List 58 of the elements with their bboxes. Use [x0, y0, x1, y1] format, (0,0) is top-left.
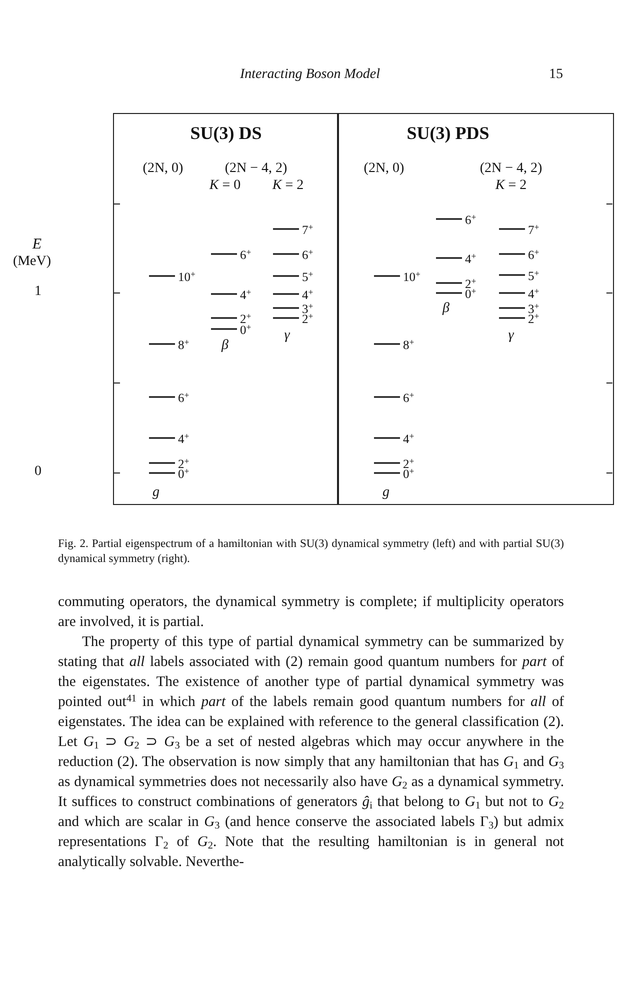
band-label: β: [222, 339, 228, 353]
tick-label: 1: [34, 284, 42, 300]
band-header: K = 0: [209, 179, 241, 193]
spin-label: 3$^{+}$: [528, 302, 540, 316]
axis-unit: (MeV): [12, 254, 52, 270]
spin-label: 0$^{+}$: [403, 468, 414, 480]
spin-label: 0$^{+}$: [240, 324, 252, 336]
spin-label: 2$^{+}$: [178, 458, 190, 470]
spin-label: 5$^{+}$: [528, 270, 540, 282]
spin-label: 4$^{+}$: [528, 288, 540, 300]
spin-label: 6$^{+}$: [178, 392, 190, 404]
tick-label: 0: [34, 464, 42, 480]
page-number: 15: [549, 67, 563, 83]
spin-label: 4$^{+}$: [465, 252, 476, 266]
spin-label: 8$^{+}$: [403, 338, 414, 352]
spin-label: 4$^{+}$: [403, 432, 414, 446]
axis-label: E: [32, 236, 42, 254]
band-label: g: [152, 486, 160, 500]
band-label: γ: [284, 329, 290, 343]
spin-label: 4$^{+}$: [240, 288, 252, 302]
panel-title: SU(3) PDS: [406, 124, 490, 142]
spin-label: 2$^{+}$: [465, 278, 476, 290]
spin-label: 6$^{+}$: [403, 392, 414, 404]
band-header: (2N − 4, 2): [224, 162, 288, 176]
spin-label: 7$^{+}$: [528, 224, 540, 236]
spin-label: 3$^{+}$: [302, 302, 314, 316]
band-header: K = 2: [272, 179, 304, 193]
spin-label: 5$^{+}$: [302, 270, 314, 284]
spin-label: 7$^{+}$: [302, 224, 314, 236]
spin-label: 2$^{+}$: [528, 312, 540, 326]
body-paragraph: The property of this type of partial dynamical symmetry can be summarized by stating that all labels associated with (2) remain good quantum numbers for part of the eigenstates. The existence of another type of partial dynamical symmetry was pointed out$^{41}$ in which part of the labels remain good quantum numbers for all of eigenstates. The idea can be explained with reference to the general classification (2). Let G$_{1}$ ⊃ G$_{2}$ ⊃ G$_{3}$ be a set of nested algebras which may occur anywhere in the reduction (2). The observation is now simply that any hamiltonian that has G$_{1}$ and G$_{3}$ as dynamical symmetries does not necessarily also have G$_{2}$ as a dynamical symmetry. It suffices to construct combinations of generators ĝ$_{i}$ that belong to G$_{1}$ but not to G$_{2}$ and which are scalar in G$_{3}$ (and hence conserve the associated labels Γ$_{3}$) but admix representations Γ$_{2}$ of G$_{2}$. Note that the resulting hamiltonian is in general not analytically solvable. Neverthe-: [58, 633, 564, 872]
spin-label: 10$^{+}$: [178, 270, 196, 284]
spin-label: 6$^{+}$: [528, 248, 540, 262]
spin-label: 4$^{+}$: [302, 288, 314, 302]
spin-label: 10$^{+}$: [403, 270, 420, 284]
spin-label: 4$^{+}$: [178, 432, 190, 446]
body-paragraph: commuting operators, the dynamical symmetry is complete; if multiplicity operators are involved, it is partial.: [58, 593, 564, 632]
spin-label: 0$^{+}$: [178, 468, 190, 480]
spin-label: 2$^{+}$: [403, 458, 414, 470]
band-label: γ: [508, 329, 514, 343]
band-header: K = 2: [495, 179, 527, 193]
band-header: (2N, 0): [142, 162, 184, 176]
spin-label: 2$^{+}$: [302, 312, 314, 326]
band-label: β: [442, 302, 450, 316]
spin-label: 2$^{+}$: [240, 312, 252, 326]
figure-caption: Fig. 2. Partial eigenspectrum of a hamiltonian with SU(3) dynamical symmetry (left) and with partial SU(3) dynamical symmetry (right).: [58, 537, 564, 567]
spin-label: 6$^{+}$: [302, 248, 314, 262]
band-header: (2N, 0): [364, 162, 404, 176]
spectrum-panel: [113, 113, 339, 505]
panel-title: SU(3) DS: [190, 124, 262, 142]
spin-label: 0$^{+}$: [465, 288, 476, 300]
spin-label: 6$^{+}$: [240, 248, 252, 262]
spin-label: 6$^{+}$: [465, 214, 476, 226]
band-header: (2N − 4, 2): [480, 162, 542, 176]
band-label: g: [382, 486, 390, 500]
spin-label: 8$^{+}$: [178, 338, 190, 352]
running-header: Interacting Boson Model: [240, 67, 380, 83]
spectrum-panel: [337, 113, 614, 505]
